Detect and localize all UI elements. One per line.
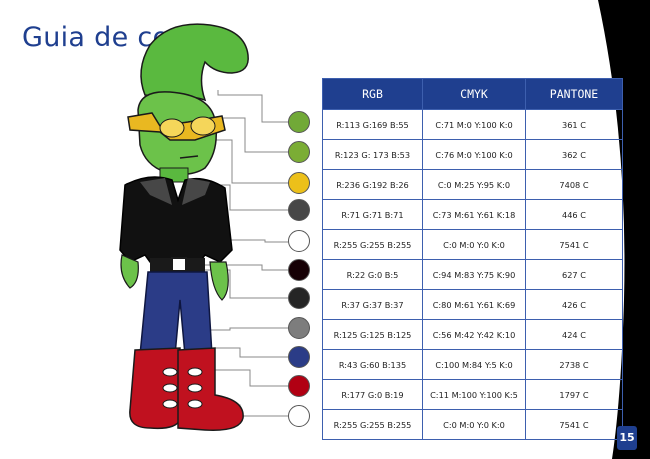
color-swatch bbox=[288, 199, 310, 221]
pantone-value: 7408 C bbox=[525, 169, 623, 200]
header-rgb: RGB bbox=[322, 78, 423, 110]
table-row: R:43 G:60 B:135 C:100 M:84 Y:5 K:0 2738 … bbox=[322, 349, 623, 380]
cmyk-value: C:0 M:0 Y:0 K:0 bbox=[422, 229, 526, 260]
rgb-value: R:125 G:125 B:125 bbox=[322, 319, 423, 350]
pantone-value: 2738 C bbox=[525, 349, 623, 380]
table-row: R:236 G:192 B:26 C:0 M:25 Y:95 K:0 7408 … bbox=[322, 169, 623, 200]
color-guide-table: RGB CMYK PANTONE R:113 G:169 B:55 C:71 M… bbox=[322, 78, 623, 440]
table-row: R:37 G:37 B:37 C:80 M:61 Y:61 K:69 426 C bbox=[322, 289, 623, 320]
color-swatch bbox=[288, 317, 310, 339]
table-header-row: RGB CMYK PANTONE bbox=[322, 78, 623, 110]
pantone-value: 426 C bbox=[525, 289, 623, 320]
pantone-value: 362 C bbox=[525, 139, 623, 170]
color-swatch bbox=[288, 111, 310, 133]
color-swatch bbox=[288, 287, 310, 309]
table-row: R:255 G:255 B:255 C:0 M:0 Y:0 K:0 7541 C bbox=[322, 229, 623, 260]
cmyk-value: C:0 M:0 Y:0 K:0 bbox=[422, 409, 526, 440]
cmyk-value: C:71 M:0 Y:100 K:0 bbox=[422, 109, 526, 140]
color-swatch bbox=[288, 172, 310, 194]
rgb-value: R:255 G:255 B:255 bbox=[322, 409, 423, 440]
rgb-value: R:71 G:71 B:71 bbox=[322, 199, 423, 230]
color-swatch bbox=[288, 230, 310, 252]
cmyk-value: C:94 M:83 Y:75 K:90 bbox=[422, 259, 526, 290]
cmyk-value: C:80 M:61 Y:61 K:69 bbox=[422, 289, 526, 320]
pantone-value: 7541 C bbox=[525, 229, 623, 260]
table-row: R:71 G:71 B:71 C:73 M:61 Y:61 K:18 446 C bbox=[322, 199, 623, 230]
table-row: R:22 G:0 B:5 C:94 M:83 Y:75 K:90 627 C bbox=[322, 259, 623, 290]
rgb-value: R:37 G:37 B:37 bbox=[322, 289, 423, 320]
color-swatch bbox=[288, 375, 310, 397]
table-row: R:113 G:169 B:55 C:71 M:0 Y:100 K:0 361 … bbox=[322, 109, 623, 140]
rgb-value: R:113 G:169 B:55 bbox=[322, 109, 423, 140]
table-row: R:255 G:255 B:255 C:0 M:0 Y:0 K:0 7541 C bbox=[322, 409, 623, 440]
pantone-value: 627 C bbox=[525, 259, 623, 290]
cmyk-value: C:11 M:100 Y:100 K:5 bbox=[422, 379, 526, 410]
cmyk-value: C:76 M:0 Y:100 K:0 bbox=[422, 139, 526, 170]
pantone-value: 7541 C bbox=[525, 409, 623, 440]
color-swatch bbox=[288, 141, 310, 163]
rgb-value: R:236 G:192 B:26 bbox=[322, 169, 423, 200]
color-swatch bbox=[288, 346, 310, 368]
pantone-value: 424 C bbox=[525, 319, 623, 350]
pantone-value: 1797 C bbox=[525, 379, 623, 410]
color-swatch bbox=[288, 405, 310, 427]
rgb-value: R:123 G: 173 B:53 bbox=[322, 139, 423, 170]
cmyk-value: C:56 M:42 Y:42 K:10 bbox=[422, 319, 526, 350]
pantone-value: 446 C bbox=[525, 199, 623, 230]
header-cmyk: CMYK bbox=[422, 78, 526, 110]
cmyk-value: C:0 M:25 Y:95 K:0 bbox=[422, 169, 526, 200]
page-number-badge: 15 bbox=[617, 426, 637, 450]
cmyk-value: C:73 M:61 Y:61 K:18 bbox=[422, 199, 526, 230]
table-row: R:125 G:125 B:125 C:56 M:42 Y:42 K:10 42… bbox=[322, 319, 623, 350]
rgb-value: R:43 G:60 B:135 bbox=[322, 349, 423, 380]
header-pantone: PANTONE bbox=[525, 78, 623, 110]
rgb-value: R:22 G:0 B:5 bbox=[322, 259, 423, 290]
table-row: R:177 G:0 B:19 C:11 M:100 Y:100 K:5 1797… bbox=[322, 379, 623, 410]
cmyk-value: C:100 M:84 Y:5 K:0 bbox=[422, 349, 526, 380]
pantone-value: 361 C bbox=[525, 109, 623, 140]
table-row: R:123 G: 173 B:53 C:76 M:0 Y:100 K:0 362… bbox=[322, 139, 623, 170]
color-swatch bbox=[288, 259, 310, 281]
rgb-value: R:177 G:0 B:19 bbox=[322, 379, 423, 410]
rgb-value: R:255 G:255 B:255 bbox=[322, 229, 423, 260]
